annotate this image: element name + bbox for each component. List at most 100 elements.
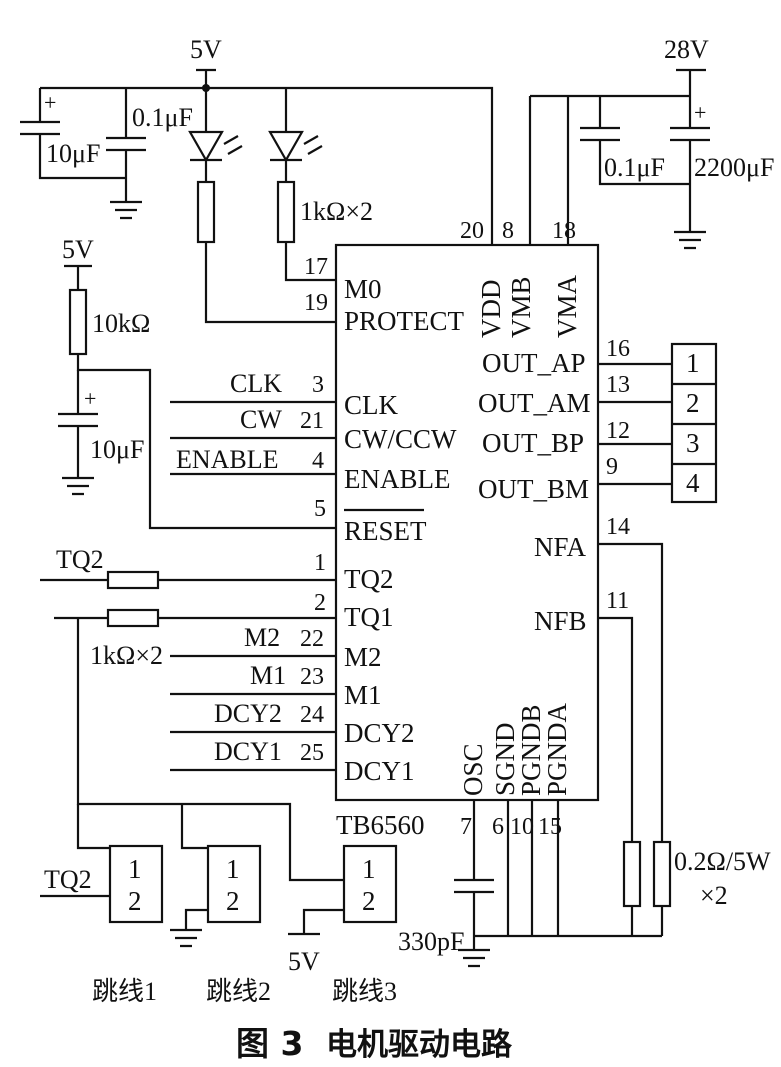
jumper-1-label: 跳线1 (92, 977, 157, 1006)
svg-text:TQ2: TQ2 (56, 545, 104, 574)
svg-text:4: 4 (686, 468, 700, 498)
ground-icon (458, 948, 490, 968)
pin-vdd-number: 20 (460, 218, 484, 244)
svg-text:OUT_AM: OUT_AM (478, 388, 591, 418)
svg-text:1: 1 (686, 348, 700, 378)
svg-text:2: 2 (362, 886, 376, 916)
svg-text:CW: CW (240, 405, 282, 434)
svg-text:M1: M1 (250, 661, 286, 690)
svg-text:DCY1: DCY1 (344, 756, 415, 786)
svg-text:17: 17 (304, 254, 328, 280)
svg-text:OSC: OSC (458, 743, 488, 796)
figure-caption: 图 3 电机驱动电路 (236, 1024, 513, 1063)
tb6560-chip (334, 243, 600, 802)
svg-text:1: 1 (314, 550, 326, 576)
svg-text:M2: M2 (344, 642, 382, 672)
vdd-label: 5V (190, 35, 222, 64)
svg-text:+: + (44, 90, 56, 115)
svg-text:1: 1 (226, 854, 240, 884)
svg-text:2: 2 (226, 886, 240, 916)
svg-text:23: 23 (300, 664, 324, 690)
svg-text:2: 2 (686, 388, 700, 418)
motor-connector: 1 2 3 4 (670, 342, 718, 504)
caption-title: 电机驱动电路 (326, 1027, 513, 1063)
svg-text:12: 12 (606, 418, 630, 444)
svg-text:11: 11 (606, 588, 629, 614)
svg-text:DCY2: DCY2 (344, 718, 415, 748)
chip-name: TB6560 (336, 810, 425, 840)
svg-text:PROTECT: PROTECT (344, 306, 465, 336)
svg-text:DCY1: DCY1 (214, 737, 282, 766)
jumper-2 (206, 844, 262, 924)
sense-resistor-value: 0.2Ω/5W (674, 847, 771, 876)
svg-text:OUT_BM: OUT_BM (478, 474, 589, 504)
vm-supply: 28V 0.1μF + 2200μF (528, 35, 774, 250)
jumper-network: 12 TQ2 跳线1 12 跳线2 12 5V 跳线3 (40, 618, 398, 1006)
jumper-3 (342, 844, 398, 924)
ground-icon (674, 230, 706, 250)
svg-text:TQ2: TQ2 (344, 564, 394, 594)
osc-cap-value: 330pF (398, 927, 464, 956)
svg-text:NFB: NFB (534, 606, 587, 636)
svg-text:M2: M2 (244, 623, 280, 652)
pin-vdd-name: VDD (476, 280, 506, 339)
svg-text:M0: M0 (344, 274, 382, 304)
pin-vmb-number: 8 (502, 218, 514, 244)
svg-text:OUT_BP: OUT_BP (482, 428, 584, 458)
svg-text:1: 1 (362, 854, 376, 884)
svg-text:TQ1: TQ1 (344, 602, 394, 632)
pin-vma-number: 18 (552, 218, 576, 244)
reset-resistor-value: 10kΩ (92, 309, 150, 338)
svg-text:1: 1 (128, 854, 142, 884)
svg-text:19: 19 (304, 290, 328, 316)
jumper-2-label: 跳线2 (206, 977, 271, 1006)
tq-resistor-value: 1kΩ×2 (90, 641, 163, 670)
svg-text:CLK: CLK (230, 369, 282, 398)
svg-text:DCY2: DCY2 (214, 699, 282, 728)
chip-left-pins: 17 M0 19 PROTECT CLK 3 CLK CW 21 CW/CCW … (40, 254, 465, 786)
svg-text:CW/CCW: CW/CCW (344, 424, 457, 454)
svg-text:CLK: CLK (344, 390, 399, 420)
svg-text:3: 3 (312, 372, 324, 398)
svg-text:ENABLE: ENABLE (344, 464, 450, 494)
ground-icon (62, 476, 94, 496)
svg-text:OUT_AP: OUT_AP (482, 348, 586, 378)
svg-text:PGNDB: PGNDB (516, 704, 546, 796)
reset-network: 5V 10kΩ + 10μF (58, 235, 336, 530)
cap-bulk-28v-value: 2200μF (694, 153, 774, 182)
svg-text:6: 6 (492, 814, 504, 840)
svg-text:+: + (84, 386, 96, 411)
sense-resistor-qty: ×2 (700, 881, 728, 910)
cap-bulk-5v-value: 10μF (46, 139, 100, 168)
svg-text:2: 2 (128, 886, 142, 916)
svg-text:24: 24 (300, 702, 324, 728)
svg-text:7: 7 (460, 814, 472, 840)
svg-text:TQ2: TQ2 (44, 865, 92, 894)
caption-figure: 图 3 (236, 1024, 303, 1063)
svg-text:RESET: RESET (344, 516, 427, 546)
sense-resistors: 0.2Ω/5W ×2 (622, 840, 771, 936)
ground-icon (110, 200, 142, 220)
reset-cap-value: 10μF (90, 435, 144, 464)
svg-text:3: 3 (686, 428, 700, 458)
svg-text:13: 13 (606, 372, 630, 398)
pin-vma-name: VMA (552, 274, 582, 338)
svg-text:5: 5 (314, 496, 326, 522)
cap-decoupling-5v-value: 0.1μF (132, 103, 193, 132)
svg-text:+: + (694, 100, 706, 125)
svg-text:21: 21 (300, 408, 324, 434)
vm-label: 28V (664, 35, 709, 64)
chip-right-pins: OUT_AP 16 OUT_AM 13 OUT_BP 12 OUT_BM 9 N… (478, 336, 672, 842)
chip-bottom-pins: OSC SGND PGNDB PGNDA 7 6 10 15 330pF (398, 702, 662, 968)
svg-text:9: 9 (606, 454, 618, 480)
svg-text:SGND: SGND (490, 722, 520, 796)
svg-text:M1: M1 (344, 680, 382, 710)
cap-bulk-5v: + 10μF (20, 88, 126, 180)
cap-decoupling-5v: 0.1μF (106, 88, 193, 220)
status-leds: 1kΩ×2 (188, 88, 373, 324)
led-resistor-value: 1kΩ×2 (300, 197, 373, 226)
svg-text:PGNDA: PGNDA (542, 702, 572, 796)
pin-vmb-name: VMB (506, 276, 536, 338)
reset-pullup-label: 5V (62, 235, 94, 264)
